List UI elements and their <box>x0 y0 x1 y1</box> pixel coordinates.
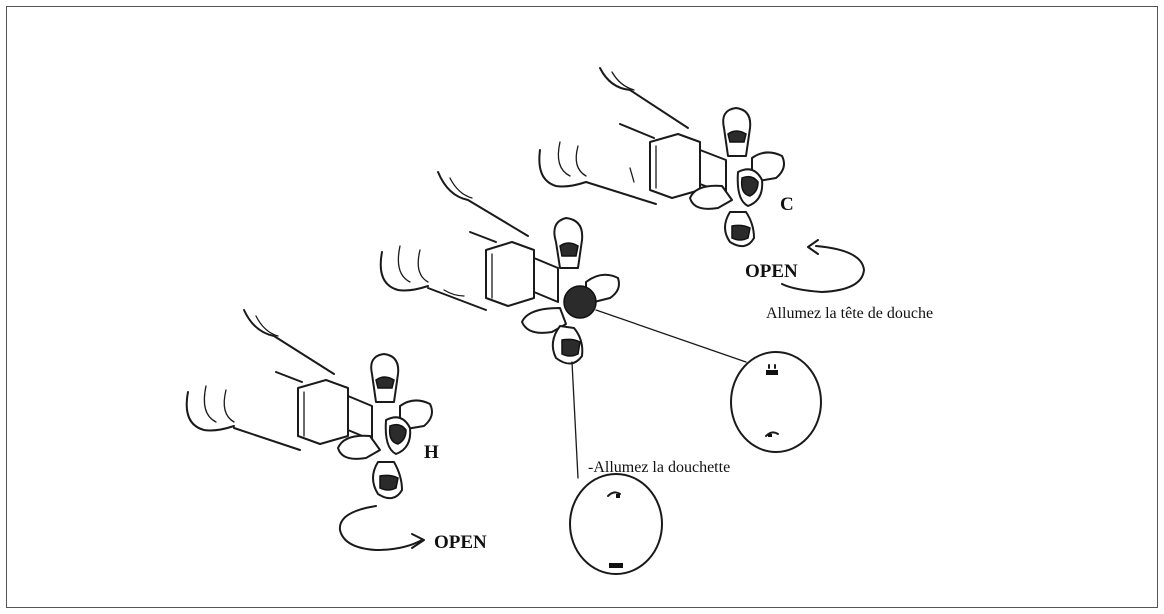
leader-line-hand-shower <box>571 361 579 479</box>
open-label-hot: OPEN <box>434 532 487 553</box>
diverter-valve <box>379 171 747 479</box>
shower-head-dial <box>730 351 822 453</box>
diverter-handle <box>521 217 620 365</box>
hot-valve-nut <box>297 379 349 445</box>
hot-label: H <box>424 442 439 463</box>
open-label-cold: OPEN <box>745 261 798 282</box>
hot-valve-pipe <box>185 309 335 451</box>
hot-open-arrow <box>338 505 425 551</box>
shower-head-label: Allumez la tête de douche <box>766 305 933 322</box>
cold-valve-pipe <box>538 67 689 205</box>
cold-handle <box>689 107 785 248</box>
diverter-valve-nut <box>485 241 535 307</box>
cold-valve <box>538 67 865 293</box>
leader-line-shower-head <box>595 309 747 363</box>
cold-valve-nut <box>649 133 701 199</box>
hand-shower-dial <box>569 473 663 575</box>
hot-valve <box>185 309 433 551</box>
hand-shower-label: -Allumez la douchette <box>588 459 730 476</box>
diverter-valve-pipe <box>379 171 529 311</box>
hot-handle <box>337 353 433 500</box>
cold-open-arrow <box>781 239 865 293</box>
cold-label: C <box>780 194 794 215</box>
